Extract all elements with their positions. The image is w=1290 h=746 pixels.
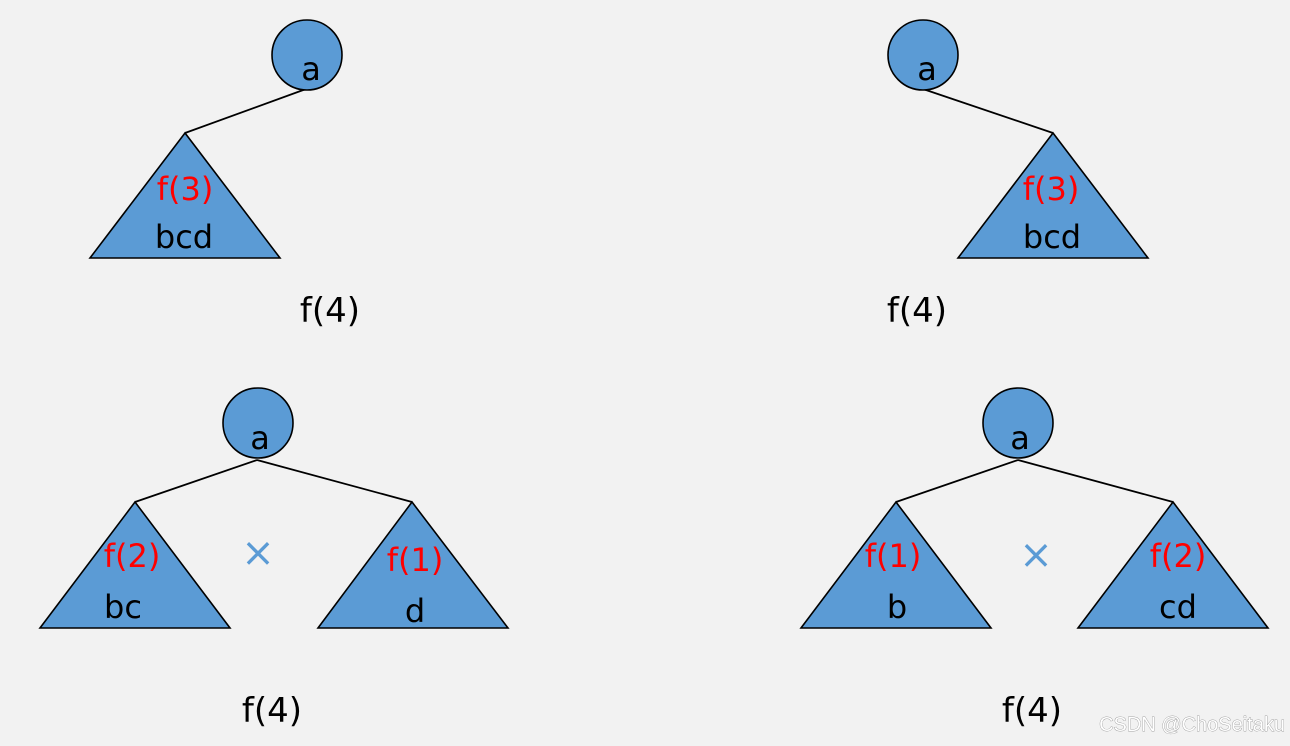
root-node xyxy=(982,387,1054,459)
edge-root-to-left xyxy=(895,459,1019,503)
panel-caption: f(4) xyxy=(1002,691,1062,731)
edge-root-to-left xyxy=(184,88,307,134)
subtree-count-label: f(3) xyxy=(1023,170,1080,208)
right-subtree-nodes-label: d xyxy=(405,592,425,630)
right-subtree-nodes-label: cd xyxy=(1159,588,1197,626)
root-label: a xyxy=(250,419,270,457)
subtree-triangle-left xyxy=(88,131,282,259)
watermark: CSDN @ChoSeitaku xyxy=(1099,714,1285,736)
panel-two-subtrees-bc-d: a f(2) bc × f(1) d f(4) xyxy=(38,387,510,731)
edge-root-to-right xyxy=(256,459,413,503)
root-label: a xyxy=(1010,419,1030,457)
root-label: a xyxy=(301,50,321,88)
subtree-triangle-right xyxy=(956,131,1150,259)
panel-two-subtrees-b-cd: a f(1) b × f(2) cd f(4) xyxy=(799,387,1270,731)
root-label: a xyxy=(917,50,937,88)
subtree-count-label: f(3) xyxy=(157,170,214,208)
subtree-triangle-right xyxy=(316,500,510,629)
right-subtree-count-label: f(2) xyxy=(1150,537,1207,575)
subtree-triangle-right xyxy=(1076,500,1270,629)
edge-root-to-right xyxy=(922,88,1054,134)
panel-caption: f(4) xyxy=(242,691,302,731)
subtree-nodes-label: bcd xyxy=(1023,218,1081,256)
root-node xyxy=(222,387,294,459)
edge-root-to-right xyxy=(1017,459,1174,503)
edge-root-to-left xyxy=(134,459,258,503)
left-subtree-nodes-label: b xyxy=(887,588,907,626)
panel-caption: f(4) xyxy=(300,291,360,331)
root-node xyxy=(271,19,343,91)
panel-right-subtree: a f(3) bcd f(4) xyxy=(887,19,1150,331)
multiply-sign: × xyxy=(1019,532,1053,578)
subtree-triangle-left xyxy=(799,500,993,629)
root-node xyxy=(887,19,959,91)
subtree-nodes-label: bcd xyxy=(155,218,213,256)
left-subtree-nodes-label: bc xyxy=(104,588,142,626)
subtree-triangle-left xyxy=(38,500,232,629)
left-subtree-count-label: f(2) xyxy=(104,537,161,575)
multiply-sign: × xyxy=(241,530,275,576)
panel-caption: f(4) xyxy=(887,291,947,331)
right-subtree-count-label: f(1) xyxy=(387,541,444,579)
left-subtree-count-label: f(1) xyxy=(865,537,922,575)
panel-left-subtree: a f(3) bcd f(4) xyxy=(88,19,360,331)
